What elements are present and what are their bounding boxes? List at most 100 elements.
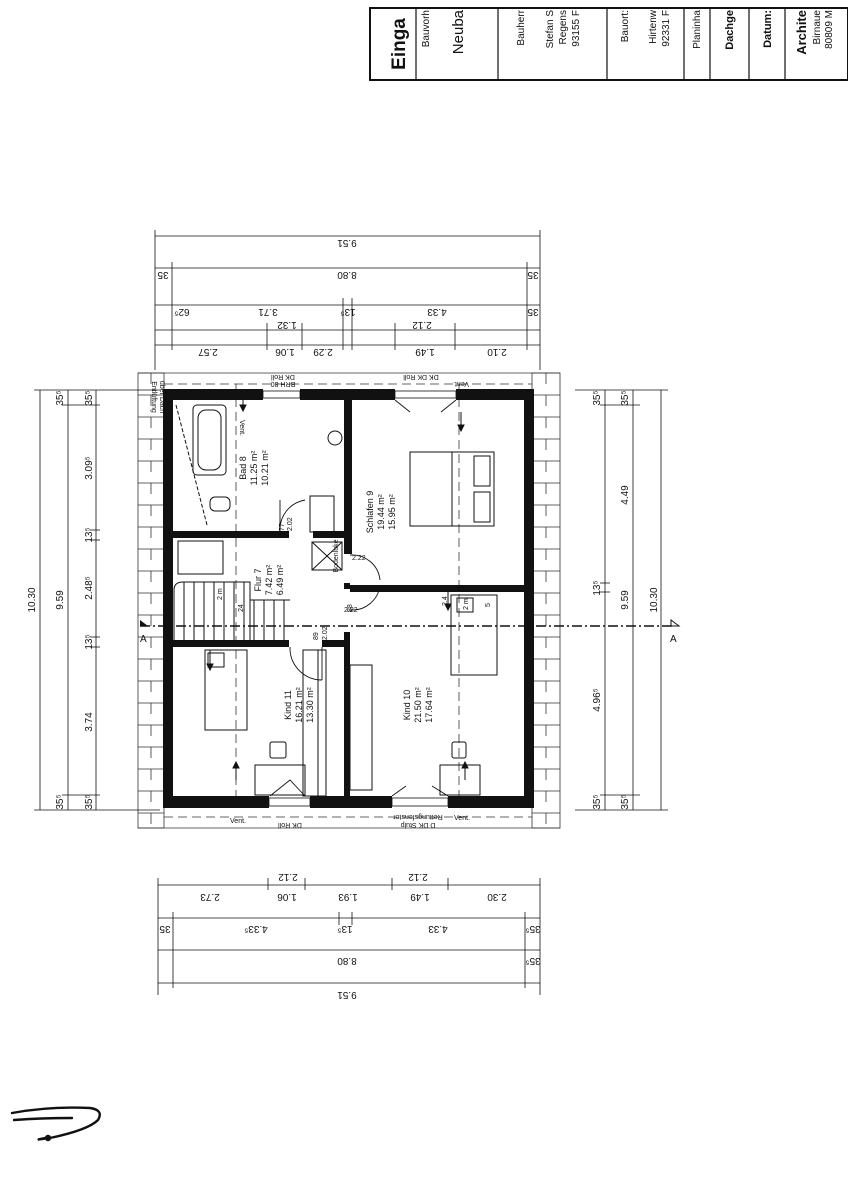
dim-bottom-o4: 1.49 (410, 891, 430, 902)
dim-right-inner: 9.59 (620, 590, 631, 610)
label-dk-dk-roll: DK DK Roll (403, 373, 439, 380)
dim-bottom-seg-d: 35⁵ (525, 923, 540, 934)
dim-top-o2: 1.06 (275, 346, 295, 357)
door-bad-width: 77 (279, 523, 286, 531)
door-kind11-width: 89 (313, 632, 320, 640)
room-flur-area1: 7.42 m² (264, 565, 274, 596)
desk-kind11 (254, 764, 306, 796)
label-vent-bad: Vent. (238, 420, 245, 436)
dim-top-seg-b: 3.71 (258, 306, 278, 317)
sink (327, 430, 343, 446)
room-labels: Bad 8 11.25 m² 10.21 m² Schlafen 9 19.44… (238, 450, 434, 723)
label-dk-roll-top: DK Roll (271, 373, 295, 380)
room-kind11-area2: 13.30 m² (305, 687, 315, 723)
dimensions-top (154, 230, 541, 370)
dim-bottom-overall: 9.51 (337, 989, 357, 1000)
room-flur-name: Flur 7 (253, 568, 263, 591)
title-block-bauherr-line1: Stefan S (545, 10, 556, 49)
doors (269, 399, 457, 797)
bed-kind11 (204, 649, 248, 731)
room-kind10-area1: 21.50 m² (413, 687, 423, 723)
title-block-architekt-line2: 80809 M (824, 10, 835, 49)
title-block-bauherr-line2: Regens (558, 10, 569, 44)
desk-kind10 (439, 764, 481, 796)
dim-top-o4: 1.49 (415, 346, 435, 357)
door-kind10-height: 2.22 (344, 607, 358, 614)
dim-bottom-seg-c: 4.33 (428, 923, 448, 934)
dim-top-seg-c: 1.32 (277, 319, 297, 330)
title-block-title: Einga (389, 18, 410, 70)
dim-top-o3: 2.29 (313, 346, 333, 357)
title-block-bauherr-label: Bauherr (516, 9, 527, 45)
dim-left-w3: 35⁵ (55, 794, 66, 809)
door-bad-height: 2.02 (287, 517, 294, 531)
label-vent-top: Vent. (453, 380, 469, 387)
dimensions-right (575, 389, 668, 811)
title-block-architekt-label: Archite (794, 10, 809, 55)
room-flur-area2: 6.49 m² (275, 565, 285, 596)
title-block-plan-label: Dachge (724, 10, 736, 50)
label-vent-bottom-right: Vent. (454, 815, 470, 822)
title-block-bauort-line1: Hirtenw (648, 9, 659, 44)
kind10-bed-label-c: 5 (485, 603, 492, 607)
dim-top-wall-l: 35 (157, 269, 169, 280)
title-block-bauort-label: Bauort: (620, 10, 631, 42)
room-schlafen-area2: 15.95 m² (387, 494, 397, 530)
room-bad-area2: 10.21 m² (260, 450, 270, 486)
title-block-datum-label: Datum: (762, 10, 774, 48)
label-brh: BRH 80 (271, 380, 296, 387)
section-label-right: A (670, 634, 677, 645)
title-block-bauvorhaben-value: Neuba (450, 9, 467, 54)
room-kind11-name: Kind 11 (283, 690, 293, 720)
dim-bottom-seg-b: 13⁵ (337, 923, 352, 934)
dim-left-s2: 13⁵ (84, 527, 95, 542)
door-schlafen-height: 2.22 (352, 555, 366, 562)
dim-left-s3: 2.48⁵ (84, 576, 95, 600)
title-block-bauort-line2: 92331 F (661, 10, 672, 47)
toilet (209, 496, 231, 512)
door-kind11 (289, 646, 323, 681)
dim-bottom-inner: 8.80 (337, 955, 357, 966)
dim-left-s4: 13⁵ (84, 634, 95, 649)
dimensions-bottom-labels: 2.12 2.12 2.73 1.06 1.93 1.49 2.30 35 4.… (159, 871, 541, 1000)
door-schlafen-width: 88 (347, 540, 354, 548)
title-block-bauvorhaben-label: Bauvorh (421, 10, 432, 47)
dim-top-seg-f: 35 (527, 306, 539, 317)
dimensions-bottom (157, 878, 541, 995)
direction-arrows (206, 392, 469, 780)
stair-label-b: 2 m (217, 588, 224, 600)
dim-top-overall: 9.51 (337, 237, 357, 248)
dim-right-s1: 4.49 (620, 485, 631, 505)
stair-label-a: 24 (238, 604, 245, 612)
bathtub (192, 404, 227, 476)
dim-top-o5: 2.10 (487, 346, 507, 357)
section-label-left: A (140, 634, 147, 645)
dim-right-s2: 13⁵ (592, 580, 603, 595)
dimensions-left (34, 389, 160, 811)
door-kind11-height: 2.02 (322, 626, 329, 640)
section-line (140, 619, 681, 627)
dim-top-o1: 2.57 (198, 346, 218, 357)
dim-bottom-seg-a: 4.33⁵ (244, 923, 268, 934)
dim-top-wall-r: 35 (527, 269, 539, 280)
door-kind10-width: 88 (347, 604, 354, 612)
dimensions-top-labels: 9.51 8.80 35 35 62⁵ 3.71 1.32 13⁵ 4.33 3… (157, 237, 539, 357)
dim-right-w2: 35⁵ (620, 390, 631, 405)
room-kind10-name: Kind 10 (402, 690, 412, 721)
roof-eaves (137, 372, 561, 829)
dim-right-w3: 35⁵ (592, 794, 603, 809)
dim-right-w4: 35⁵ (620, 794, 631, 809)
kind10-bed-label-b: 2.4 (442, 596, 449, 606)
bodenluke-hatch (311, 541, 343, 571)
dim-top-seg-e: 4.33 (427, 306, 447, 317)
windows (262, 390, 457, 807)
dim-left-overall: 10.30 (27, 587, 38, 612)
label-dk-roll-bottom: DK Roll (278, 821, 302, 828)
annotations: Entlüftung über Dach BRH 80 DK Roll DK D… (140, 373, 677, 828)
bed-kind10 (450, 594, 498, 676)
dim-top-seg-g: 2.12 (412, 319, 432, 330)
label-entlueftung: Entlüftung (150, 381, 157, 413)
flur-cabinet (177, 540, 224, 575)
dim-left-s5: 3.74 (84, 712, 95, 732)
dim-left-inner: 9.59 (55, 590, 66, 610)
